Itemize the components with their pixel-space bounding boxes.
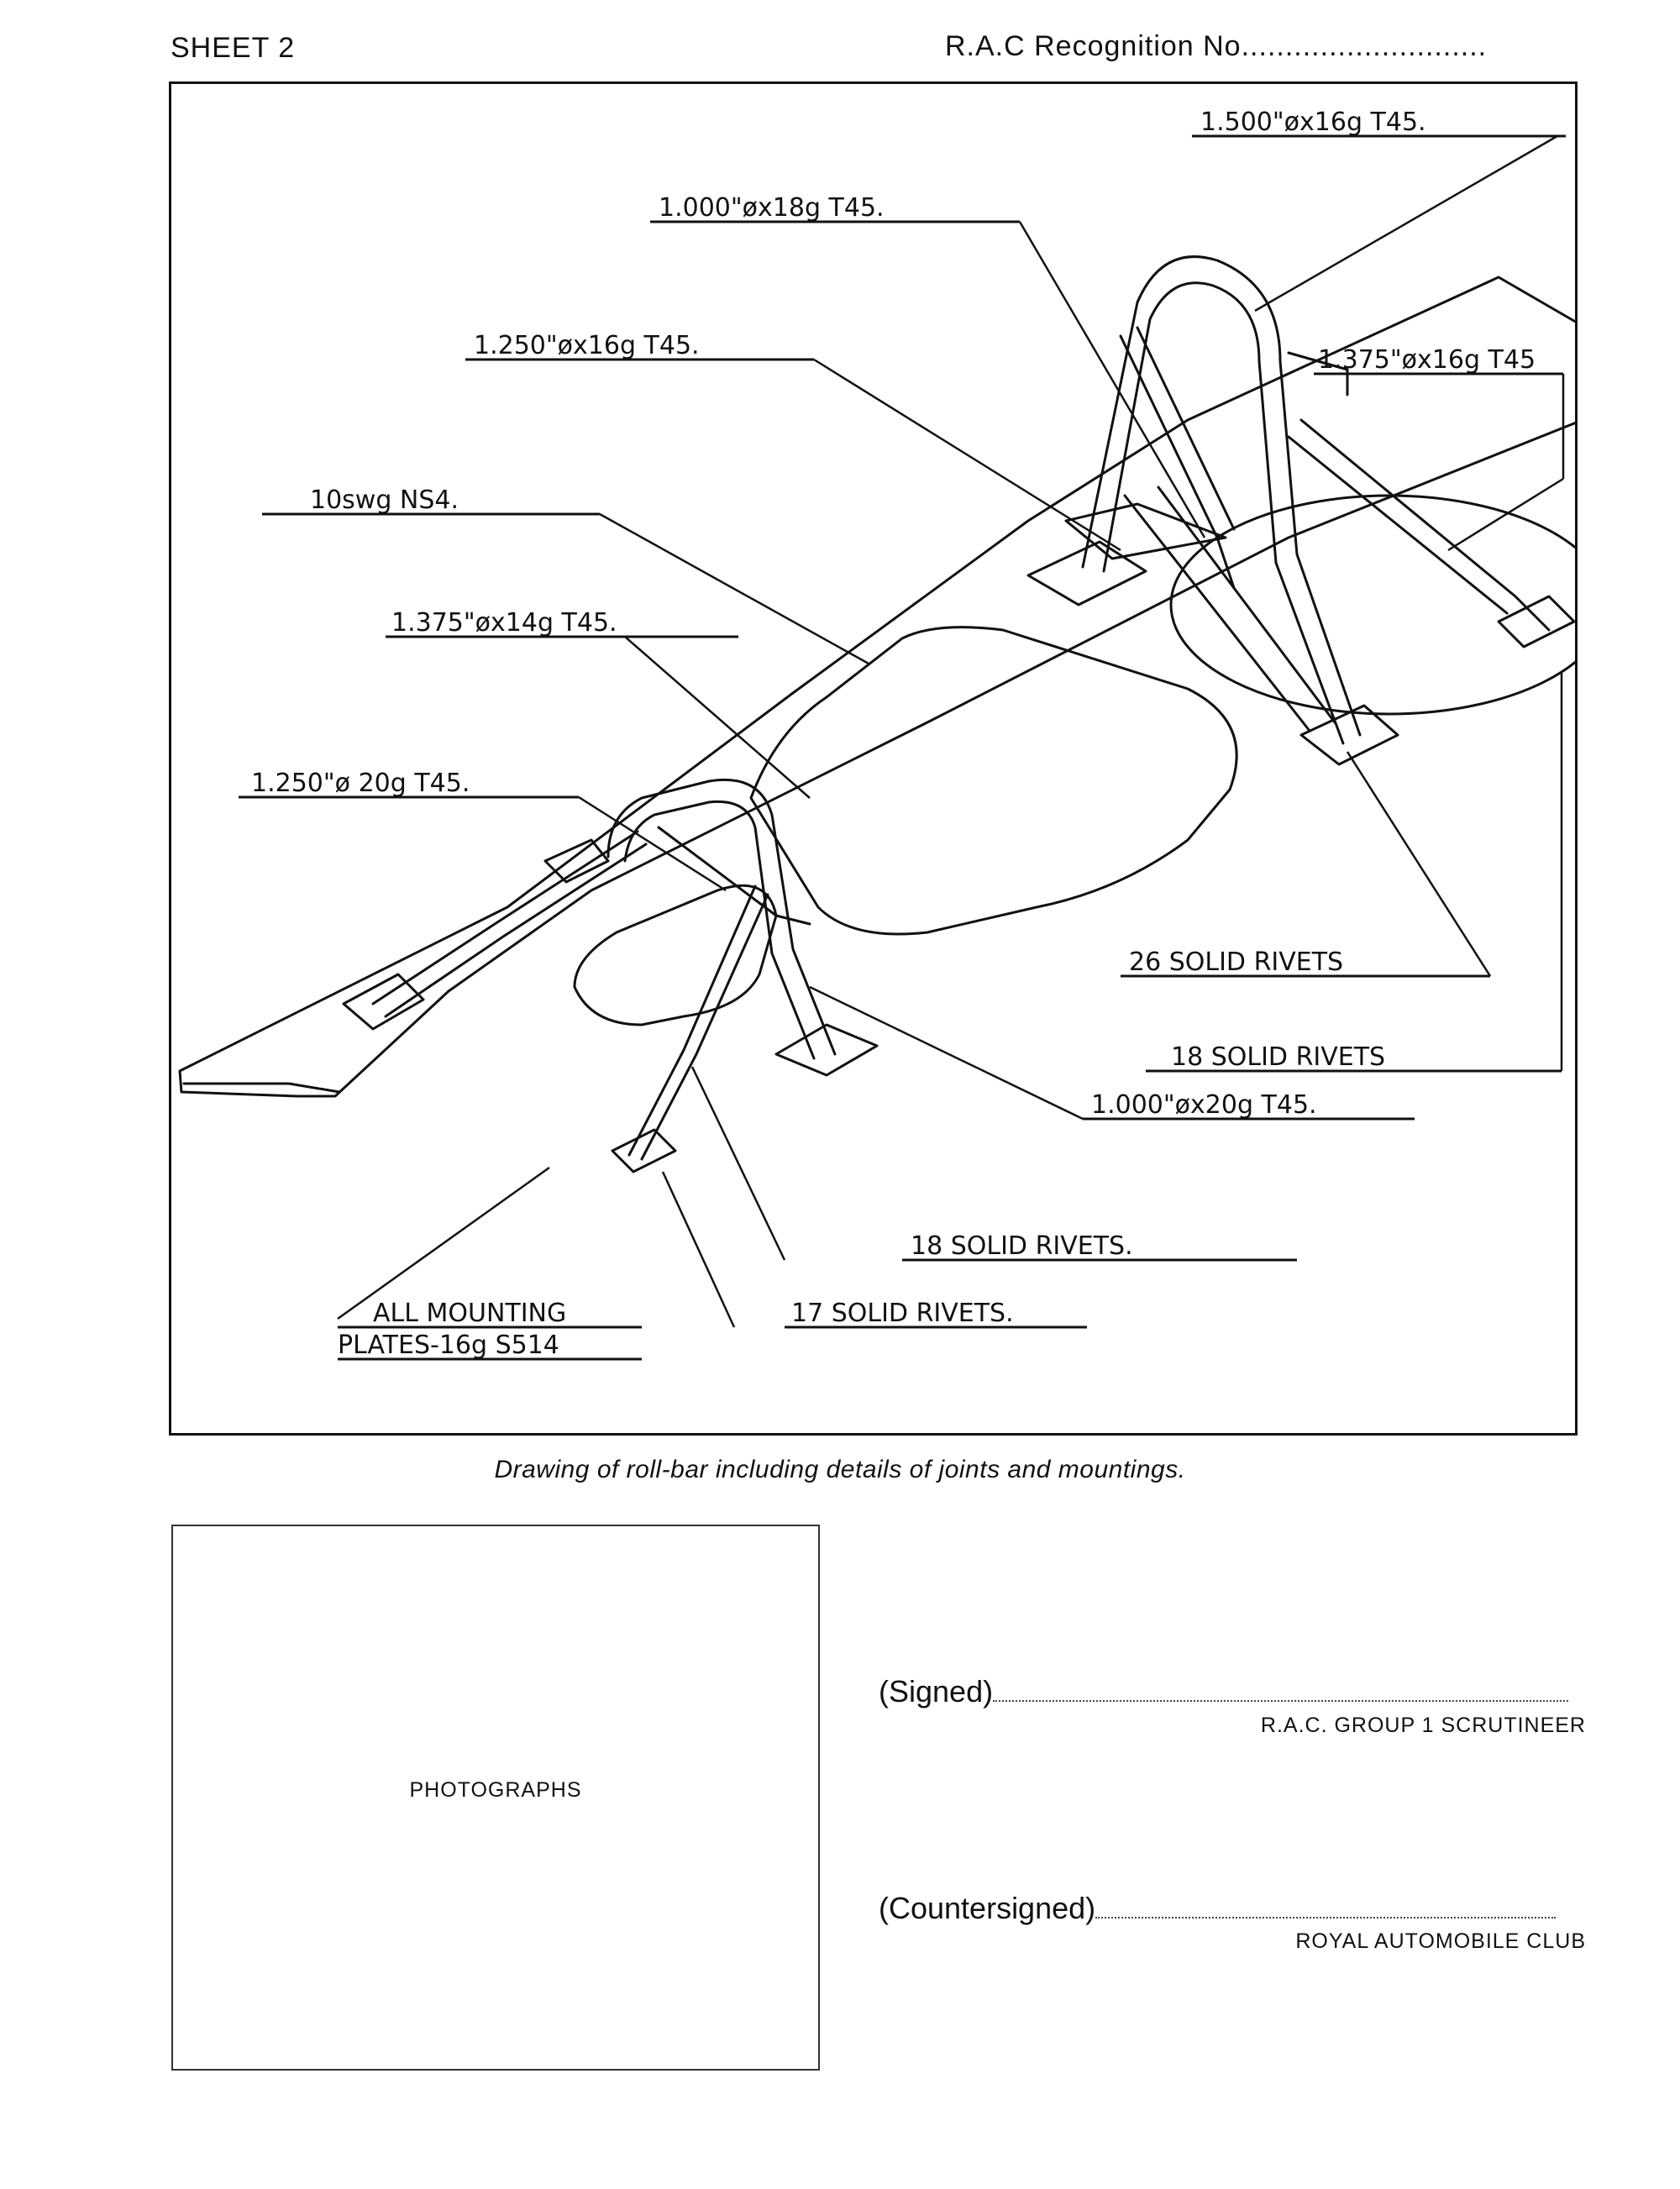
mount-plate (611, 1128, 677, 1173)
rear-stay-top (1287, 351, 1349, 396)
photographs-box: PHOTOGRAPHS (171, 1525, 820, 2071)
front-pan-recess (573, 884, 778, 1026)
label-1000-20g: 1.000"øx20g T45. (1091, 1090, 1317, 1120)
rac-recognition-dots: ............................ (1241, 30, 1488, 62)
front-brace-down-inner (640, 893, 769, 1161)
front-brace-back (371, 830, 639, 1005)
front-main-hoop-inner (623, 800, 816, 1060)
leader-line (1254, 134, 1558, 312)
front-brace-back-inner (384, 843, 648, 1018)
mount-plate (774, 1023, 879, 1077)
rear-oval-recess (1169, 494, 1575, 716)
roll-bar-drawing: 1.500"øx16g T45. 1.000"øx18g T45. 1.250"… (178, 108, 1575, 1361)
rear-brace-left-inner (1136, 326, 1236, 531)
signed-signature-line[interactable] (993, 1699, 1569, 1702)
leader-line (337, 1166, 550, 1320)
leader-line (813, 358, 1121, 552)
drawing-caption: Drawing of roll-bar including details of… (494, 1456, 1186, 1483)
floor-pan-inner-edge (182, 1082, 341, 1094)
roll-bar-drawing-frame: 1.500"øx16g T45. 1.000"øx18g T45. 1.250"… (169, 81, 1578, 1436)
label-all-mounting: ALL MOUNTING (373, 1299, 566, 1328)
label-1375-14g: 1.375"øx14g T45. (391, 608, 617, 638)
mount-plate (1026, 540, 1147, 606)
rear-back-stay (1299, 418, 1551, 632)
label-17-solid-rivets: 17 SOLID RIVETS. (791, 1299, 1014, 1328)
rear-main-hoop-inner (1102, 281, 1345, 745)
countersigned-row: (Countersigned) (879, 1891, 1557, 1926)
mount-plate (1497, 595, 1575, 648)
mount-plate (543, 838, 610, 884)
label-10swg-ns4: 10swg NS4. (310, 486, 459, 515)
sheet-number: SHEET 2 (171, 32, 296, 64)
leader-line (624, 636, 811, 799)
label-1000-18g: 1.000"øx18g T45. (659, 193, 885, 223)
rear-main-hoop (1081, 255, 1362, 737)
label-18-solid-rivets-front: 18 SOLID RIVETS. (911, 1231, 1133, 1261)
countersigned-signature-line[interactable] (1095, 1916, 1557, 1919)
leader-line (690, 1066, 786, 1261)
front-main-hoop (606, 778, 837, 1056)
rear-brace-left (1119, 334, 1236, 590)
front-brace-cross (657, 826, 811, 926)
signed-role: R.A.C. GROUP 1 SCRUTINEER (1260, 1714, 1586, 1737)
label-1500-16g: 1.500"øx16g T45. (1200, 108, 1426, 137)
label-1250-20g: 1.250"ø 20g T45. (251, 769, 470, 798)
leader-line (809, 985, 1084, 1121)
label-18-solid-rivets-rear: 18 SOLID RIVETS (1171, 1042, 1385, 1072)
floor-pan-outline (178, 276, 1575, 1098)
front-brace-down (627, 885, 757, 1157)
photographs-label: PHOTOGRAPHS (409, 1778, 582, 1802)
leader-line (578, 795, 727, 892)
rac-recognition-number: R.A.C Recognition No....................… (945, 30, 1487, 63)
signed-label: (Signed) (879, 1674, 994, 1709)
label-plates-16g: PLATES-16g S514 (338, 1331, 559, 1360)
label-1250-16g: 1.250"øx16g T45. (474, 331, 700, 360)
leader-line (1346, 751, 1492, 977)
mount-plate (342, 973, 425, 1031)
rear-diagonal (1123, 494, 1311, 732)
rac-recognition-label: R.A.C Recognition No (945, 30, 1242, 62)
leader-line (1447, 477, 1564, 552)
rear-back-stay-inner (1287, 435, 1509, 615)
countersigned-label: (Countersigned) (879, 1891, 1096, 1925)
leader-line (661, 1171, 736, 1328)
mount-plate (1299, 704, 1399, 766)
label-1375-16g: 1.375"øx16g T45 (1318, 345, 1536, 375)
label-26-solid-rivets: 26 SOLID RIVETS (1129, 948, 1343, 977)
rear-diagonal-2 (1157, 486, 1336, 724)
leader-line (1018, 221, 1206, 538)
leader-line (599, 512, 869, 665)
rear-cross-brace (1064, 502, 1227, 560)
signed-row: (Signed) (879, 1674, 1569, 1709)
countersigned-role: ROYAL AUTOMOBILE CLUB (1295, 1929, 1586, 1953)
cockpit-outline (749, 626, 1238, 936)
